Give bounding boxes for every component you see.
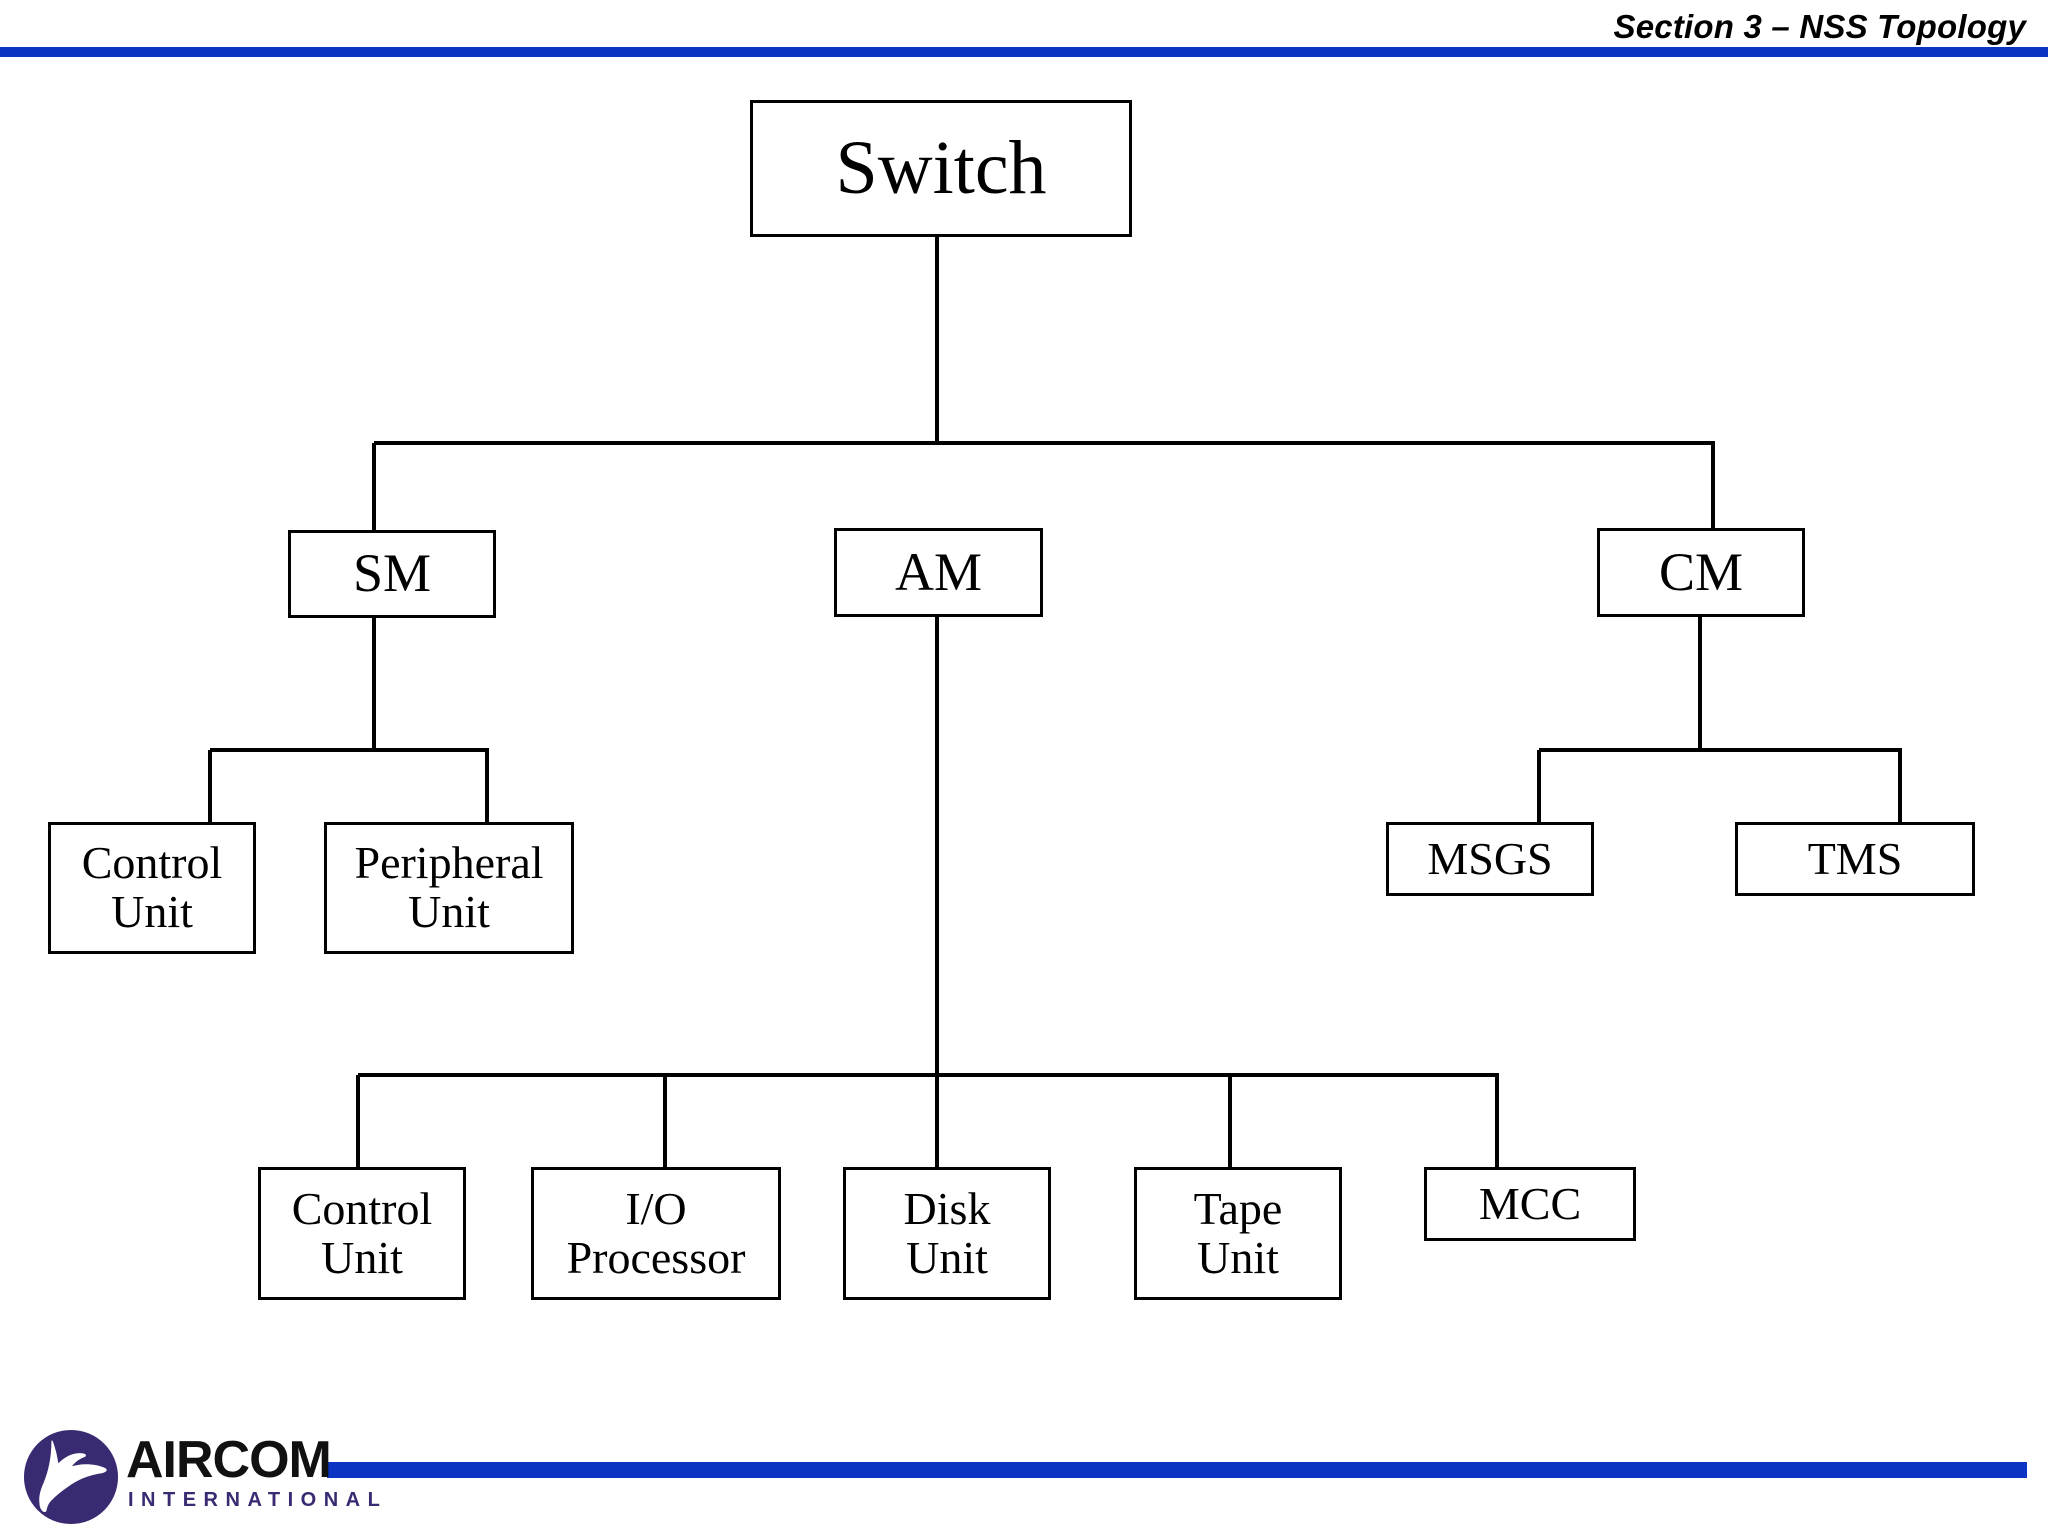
node-label: AM <box>894 541 982 602</box>
logo-subtitle: INTERNATIONAL <box>128 1489 388 1511</box>
node-label: MSGS <box>1427 832 1553 884</box>
connector-line <box>358 1073 1499 1077</box>
connector-line <box>1495 1075 1499 1167</box>
node-cm[interactable]: CM <box>1597 528 1805 617</box>
node-sm[interactable]: SM <box>288 530 496 618</box>
connector-line <box>1228 1075 1232 1167</box>
node-am[interactable]: AM <box>834 528 1043 617</box>
header-divider <box>0 47 2048 57</box>
node-label: MCC <box>1478 1177 1582 1229</box>
connector-line <box>663 1075 667 1167</box>
connector-line <box>935 617 939 1167</box>
footer-divider <box>327 1462 2027 1478</box>
node-cm-tms[interactable]: TMS <box>1735 822 1975 896</box>
connector-line <box>935 237 939 443</box>
connector-line <box>1711 443 1715 528</box>
connector-line <box>208 750 212 822</box>
node-cm-msgs[interactable]: MSGS <box>1386 822 1594 896</box>
connector-line <box>485 750 489 822</box>
node-label: TMS <box>1807 832 1903 884</box>
node-label: CM <box>1658 541 1744 602</box>
connector-line <box>374 441 1715 445</box>
flying-bird-icon <box>23 1429 119 1525</box>
page-title: Section 3 – NSS Topology <box>1613 8 2026 45</box>
connector-line <box>356 1075 360 1167</box>
connector-line <box>1539 748 1902 752</box>
connector-line <box>372 443 376 530</box>
connector-line <box>1537 750 1541 822</box>
connector-line <box>1698 617 1702 750</box>
connector-line <box>210 748 489 752</box>
connector-line <box>1898 750 1902 822</box>
node-label: Switch <box>835 126 1047 211</box>
aircom-logo: AIRCOM INTERNATIONAL <box>22 1428 380 1528</box>
connector-line <box>372 618 376 750</box>
node-am-mcc[interactable]: MCC <box>1424 1167 1636 1241</box>
node-switch[interactable]: Switch <box>750 100 1132 237</box>
logo-wordmark: AIRCOM <box>126 1431 332 1489</box>
node-label: SM <box>352 543 432 604</box>
